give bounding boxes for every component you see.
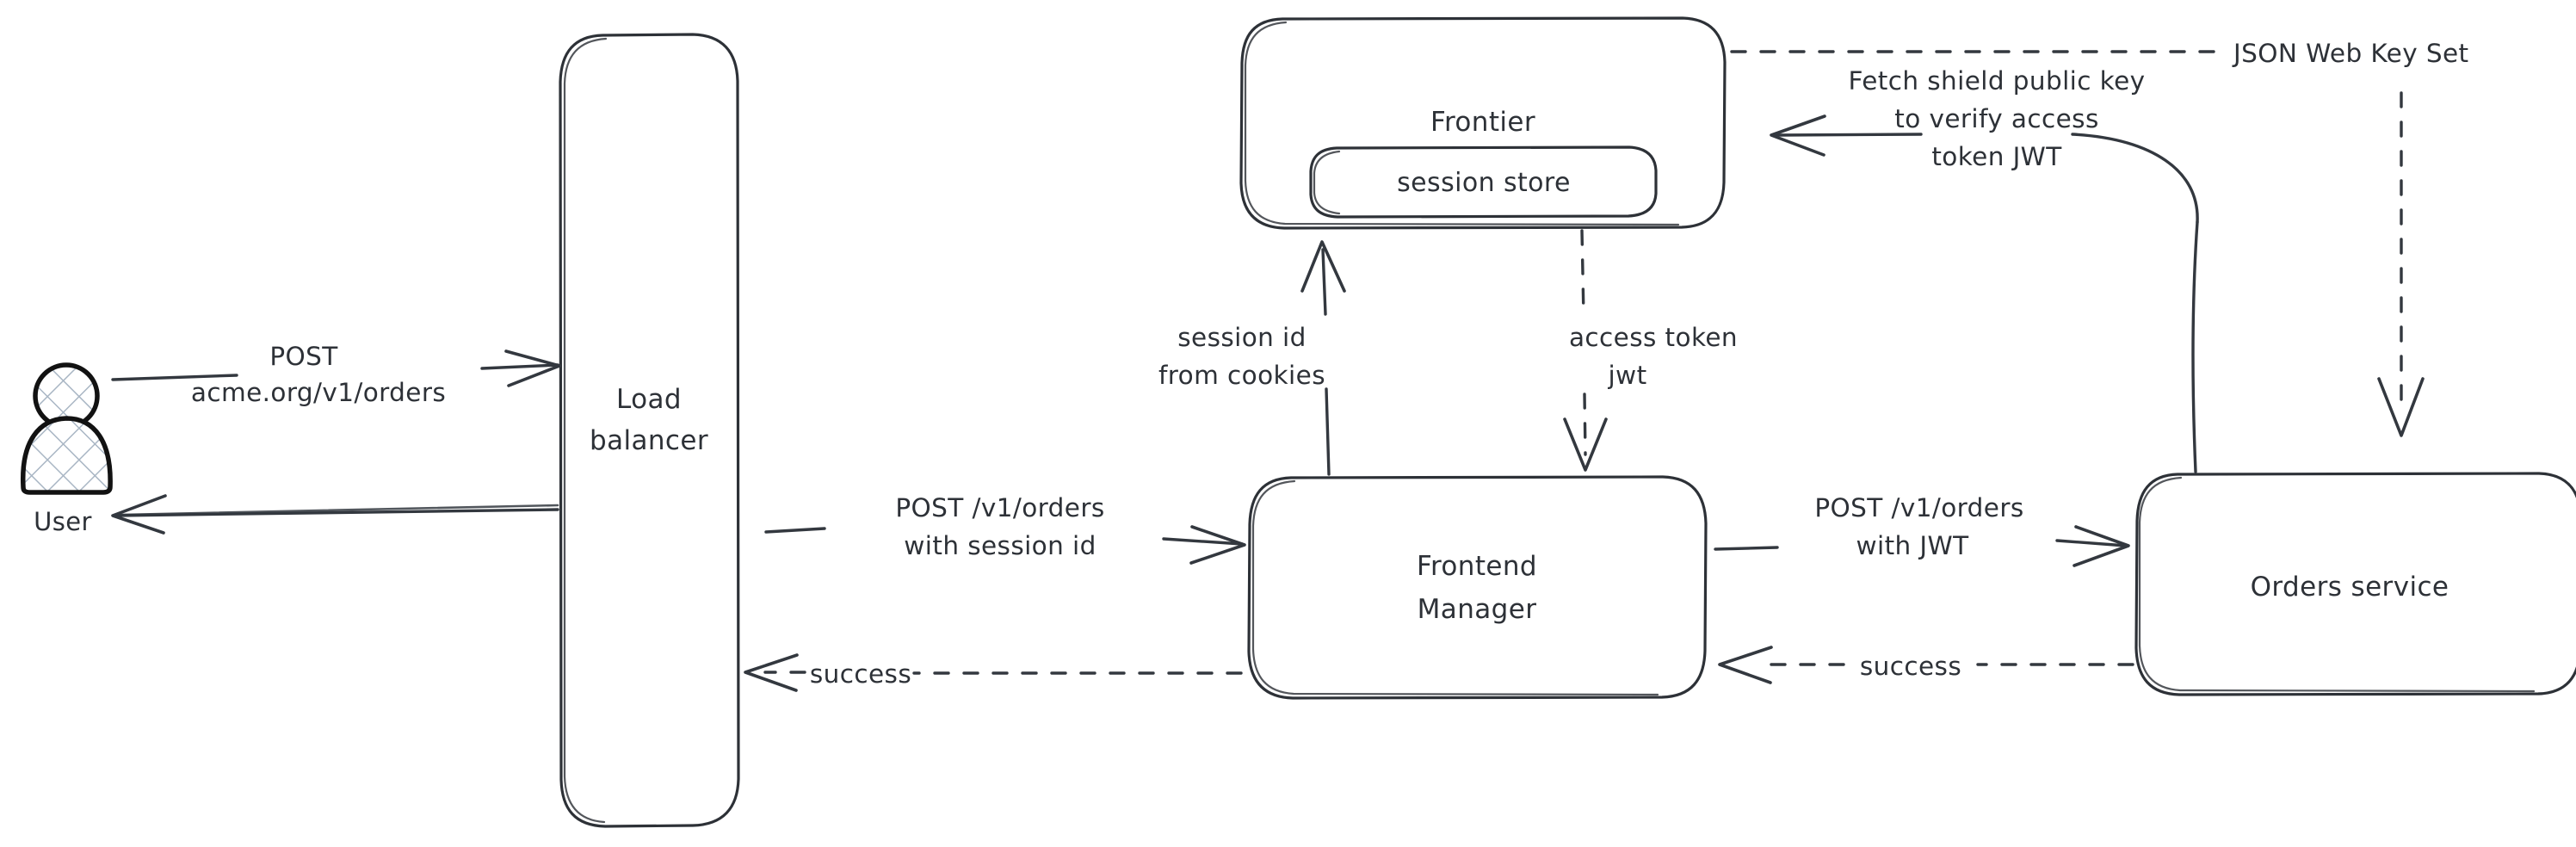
edge-lb-fm-arrowhead-icon <box>1189 525 1246 565</box>
load-balancer-box-sketch <box>563 37 608 824</box>
node-frontier[interactable]: Frontier session store <box>1239 16 1727 230</box>
edge-frontend-manager-to-frontier: session id from cookies <box>1158 240 1346 476</box>
edge-frontend-manager-to-load-balancer: success <box>744 653 1243 692</box>
frontend-manager-box <box>1247 475 1708 700</box>
node-orders-service[interactable]: Orders service <box>2134 472 2576 696</box>
user-body-icon <box>21 416 113 495</box>
load-balancer-label-line1: Load <box>616 384 682 415</box>
frontend-manager-label-line1: Frontend <box>1417 551 1537 582</box>
edge-user-lb-stub <box>111 374 238 381</box>
frontend-manager-box-sketch <box>1251 479 1659 696</box>
edge-orders-fm-arrowhead-icon <box>1718 646 1773 684</box>
edge-frontier-orders-arrowhead-icon <box>2377 377 2425 437</box>
session-store-box <box>1309 145 1658 219</box>
edge-orders-frontier-label-line2: to verify access <box>1894 104 2098 133</box>
frontier-label: Frontier <box>1430 107 1535 138</box>
edge-lb-fm-stub <box>764 527 826 534</box>
edge-frontier-fm-label-line2: jwt <box>1607 361 1646 390</box>
orders-service-label: Orders service <box>2251 572 2449 603</box>
edge-fm-orders-arrowhead-icon <box>2073 525 2130 567</box>
edge-orders-frontier-arrowhead-icon <box>1770 114 1826 157</box>
orders-service-box-sketch <box>2138 476 2536 693</box>
edge-orders-frontier-label-line3: token JWT <box>1931 142 2062 171</box>
edge-user-lb-label-line1: POST <box>269 342 338 371</box>
edge-frontier-fm-label-line1: access token <box>1569 323 1738 352</box>
user-label: User <box>34 507 92 536</box>
edge-user-lb-line <box>480 363 559 370</box>
edge-fm-frontier-label-line1: session id <box>1177 323 1307 352</box>
edge-orders-frontier-bend <box>2071 133 2199 224</box>
edge-frontend-manager-to-orders-service: POST /v1/orders with JWT <box>1714 493 2130 567</box>
edge-load-balancer-to-user <box>111 494 559 535</box>
node-session-store[interactable]: session store <box>1309 145 1658 219</box>
edge-fm-frontier-line-upper <box>1321 248 1327 316</box>
edge-fm-frontier-label-line2: from cookies <box>1158 361 1325 390</box>
frontier-box-sketch <box>1244 21 1680 226</box>
edge-orders-fm-label: success <box>1860 652 1961 681</box>
edge-fm-frontier-arrowhead-icon <box>1300 240 1346 293</box>
edge-frontier-to-frontend-manager: access token jwt <box>1563 229 1738 472</box>
edge-frontier-fm-line-upper <box>1580 229 1585 318</box>
load-balancer-label-line2: balancer <box>590 425 708 456</box>
session-store-label: session store <box>1397 168 1571 198</box>
edge-user-lb-label-line2: acme.org/v1/orders <box>191 378 446 407</box>
edge-frontier-to-orders-service: JSON Web Key Set <box>1730 39 2468 437</box>
edge-fm-orders-label-line1: POST /v1/orders <box>1814 493 2023 522</box>
orders-service-box <box>2134 472 2576 696</box>
edge-fm-lb-arrowhead-icon <box>744 653 799 692</box>
edge-fm-orders-stub <box>1714 546 1779 551</box>
edge-orders-frontier-horizontal <box>1775 133 1923 137</box>
edge-load-balancer-to-frontend-manager: POST /v1/orders with session id <box>764 493 1246 565</box>
edge-user-lb-arrowhead-icon <box>504 349 561 387</box>
frontend-manager-label-line2: Manager <box>1418 594 1537 625</box>
session-store-box-sketch <box>1313 150 1341 215</box>
edge-frontier-fm-arrowhead-icon <box>1563 417 1608 472</box>
edge-orders-frontier-vertical <box>2191 220 2199 473</box>
edge-orders-frontier-label-line1: Fetch shield public key <box>1848 66 2145 96</box>
edge-lb-fm-line <box>1162 537 1244 546</box>
load-balancer-box <box>559 33 740 828</box>
edge-lb-user-arrowhead-icon <box>111 494 167 535</box>
edge-fm-lb-label: success <box>810 659 911 689</box>
edge-orders-service-to-frontend-manager: success <box>1718 646 2134 684</box>
edge-orders-service-to-frontier: Fetch shield public key to verify access… <box>1770 66 2199 473</box>
edge-lb-fm-label-line2: with session id <box>904 531 1096 560</box>
edge-fm-orders-label-line2: with JWT <box>1856 531 1969 560</box>
edge-user-to-load-balancer: POST acme.org/v1/orders <box>111 342 561 407</box>
edge-fm-frontier-line-lower <box>1325 387 1331 476</box>
node-user[interactable]: User <box>21 362 113 536</box>
frontier-box <box>1239 16 1727 230</box>
edge-frontier-orders-label: JSON Web Key Set <box>2232 39 2468 68</box>
node-load-balancer[interactable]: Load balancer <box>559 33 740 828</box>
edge-lb-user-line <box>113 508 559 517</box>
edge-lb-fm-label-line1: POST /v1/orders <box>895 493 1104 522</box>
edge-lb-user-line-sketch <box>119 504 559 516</box>
edge-fm-orders-line <box>2055 539 2128 547</box>
node-frontend-manager[interactable]: Frontend Manager <box>1247 475 1708 700</box>
